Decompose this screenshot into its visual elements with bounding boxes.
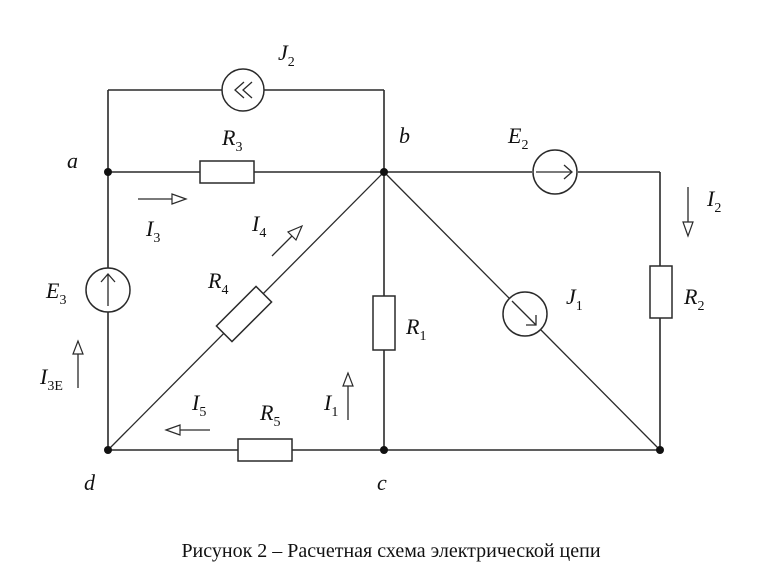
label-i3e: I3E bbox=[39, 364, 63, 394]
wires bbox=[107, 89, 661, 451]
label-r1: R1 bbox=[405, 314, 426, 344]
wire-j1-right bbox=[540, 329, 661, 451]
node-label-b: b bbox=[399, 123, 410, 148]
label-r3: R3 bbox=[221, 125, 242, 155]
resistor-r1 bbox=[372, 295, 396, 351]
label-r5: R5 bbox=[259, 400, 280, 430]
resistor-r3 bbox=[199, 160, 255, 184]
current-source-j1 bbox=[502, 291, 548, 337]
voltage-source-e2 bbox=[532, 149, 578, 195]
node-label-a: a bbox=[67, 148, 78, 173]
arrow-i3e bbox=[72, 339, 84, 388]
label-i1: I1 bbox=[323, 390, 338, 420]
junction-right-bottom bbox=[656, 446, 664, 454]
current-source-j2 bbox=[221, 68, 265, 112]
label-e3: E3 bbox=[45, 278, 66, 308]
resistor-r5 bbox=[237, 438, 293, 462]
arrow-i2 bbox=[682, 187, 694, 238]
arrow-i3 bbox=[138, 193, 188, 205]
resistor-r2 bbox=[649, 265, 673, 319]
label-i5: I5 bbox=[191, 390, 206, 420]
label-i3: I3 bbox=[145, 216, 160, 246]
voltage-source-e3 bbox=[85, 267, 131, 313]
arrow-i5 bbox=[164, 424, 210, 436]
label-i4: I4 bbox=[251, 211, 266, 241]
label-j2: J2 bbox=[278, 40, 295, 70]
junction-node-a bbox=[104, 168, 112, 176]
junction-node-b bbox=[380, 168, 388, 176]
wire-b-j1 bbox=[383, 171, 510, 299]
arrow-i4 bbox=[271, 224, 304, 257]
node-label-d: d bbox=[84, 470, 96, 495]
label-j1: J1 bbox=[566, 284, 583, 314]
arrow-i1 bbox=[342, 371, 354, 420]
resistor-r4 bbox=[215, 285, 273, 343]
figure-caption: Рисунок 2 – Расчетная схема электрическо… bbox=[181, 540, 601, 562]
label-i2: I2 bbox=[706, 186, 721, 216]
node-label-c: c bbox=[377, 470, 387, 495]
label-r4: R4 bbox=[207, 268, 228, 298]
label-r2: R2 bbox=[683, 284, 704, 314]
junction-node-c bbox=[380, 446, 388, 454]
label-e2: E2 bbox=[507, 123, 528, 153]
junction-node-d bbox=[104, 446, 112, 454]
